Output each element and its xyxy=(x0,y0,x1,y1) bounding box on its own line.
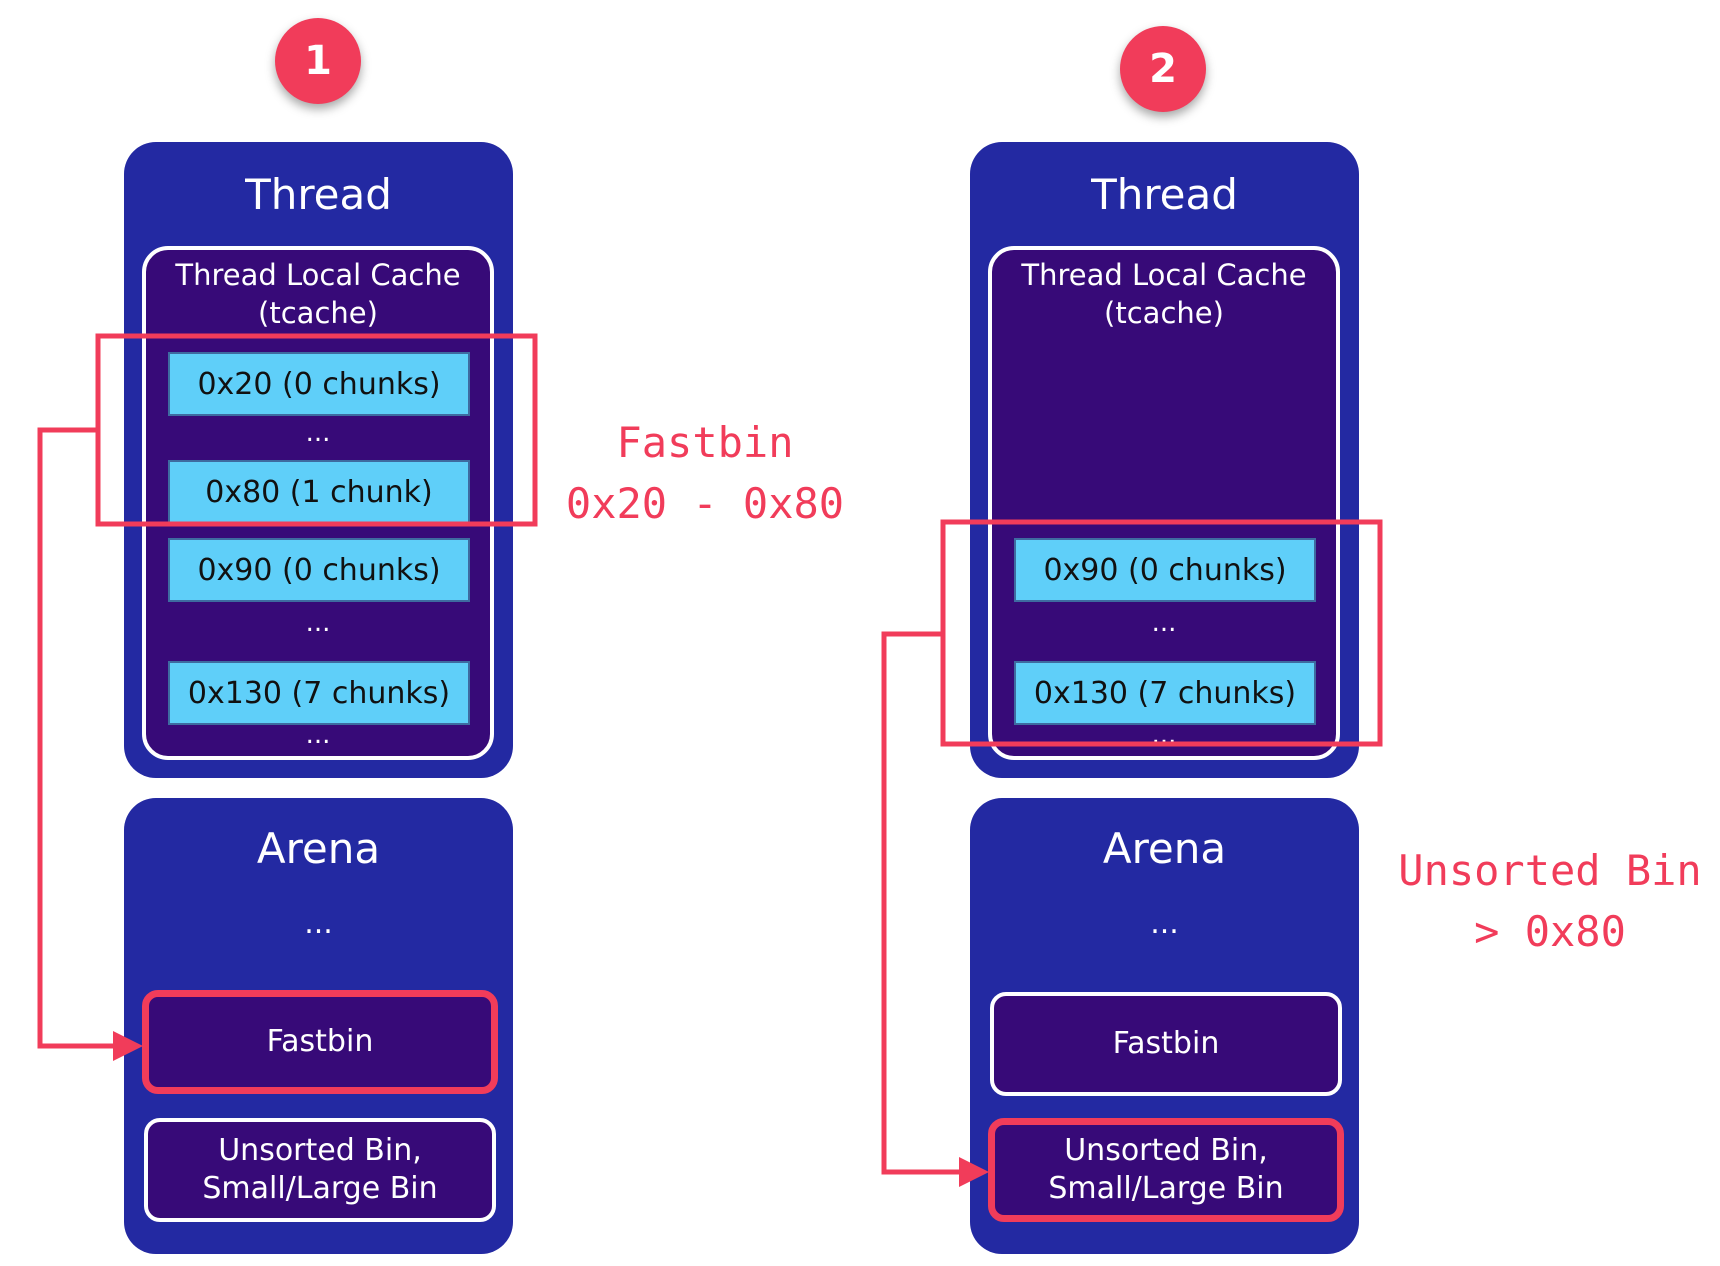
left-tcache-ellipsis-1: ... xyxy=(305,418,331,448)
right-unsorted-bin: Unsorted Bin, Small/Large Bin xyxy=(988,1118,1344,1222)
left-tcache-title: Thread Local Cache (tcache) xyxy=(175,258,461,330)
right-unsorted-arrow xyxy=(881,631,989,1187)
left-thread-panel: Thread Thread Local Cache (tcache) 0x20 … xyxy=(124,142,513,778)
unsorted-range-label: Unsorted Bin > 0x80 xyxy=(1398,846,1702,956)
right-fastbin: Fastbin xyxy=(990,992,1342,1096)
left-tcache-bin-0x90: 0x90 (0 chunks) xyxy=(168,538,470,602)
right-tcache-title: Thread Local Cache (tcache) xyxy=(1021,258,1307,330)
right-thread-panel: Thread Thread Local Cache (tcache) 0x90 … xyxy=(970,142,1359,778)
left-tcache-bin-0x20: 0x20 (0 chunks) xyxy=(168,352,470,416)
right-unsorted-range-frame xyxy=(940,519,1383,747)
left-fastbin-range-frame xyxy=(95,333,538,527)
left-arena-ellipsis: ... xyxy=(304,906,333,941)
fastbin-range-label: Fastbin 0x20 - 0x80 xyxy=(565,418,845,528)
right-arena-title: Arena xyxy=(1102,824,1227,873)
right-arena-panel: Arena ... Fastbin Unsorted Bin, Small/La… xyxy=(970,798,1359,1254)
right-tcache-box: Thread Local Cache (tcache) 0x90 (0 chun… xyxy=(988,246,1340,760)
step-2-badge: 2 xyxy=(1120,26,1206,112)
right-arena-ellipsis: ... xyxy=(1150,906,1179,941)
left-tcache-bin-0x130: 0x130 (7 chunks) xyxy=(168,661,470,725)
left-tcache-ellipsis-3: ... xyxy=(305,720,331,750)
right-thread-title: Thread xyxy=(1091,170,1238,219)
left-arena-title: Arena xyxy=(256,824,381,873)
right-tcache-bin-0x90: 0x90 (0 chunks) xyxy=(1014,538,1316,602)
left-tcache-ellipsis-2: ... xyxy=(305,608,331,638)
right-tcache-bin-0x130: 0x130 (7 chunks) xyxy=(1014,661,1316,725)
right-tcache-ellipsis-1: ... xyxy=(1151,608,1177,638)
left-fastbin-arrow xyxy=(37,427,143,1061)
left-fastbin: Fastbin xyxy=(142,990,498,1094)
left-unsorted-bin: Unsorted Bin, Small/Large Bin xyxy=(144,1118,496,1222)
left-thread-title: Thread xyxy=(245,170,392,219)
step-1-badge: 1 xyxy=(275,18,361,104)
left-arena-panel: Arena ... Fastbin Unsorted Bin, Small/La… xyxy=(124,798,513,1254)
left-tcache-box: Thread Local Cache (tcache) 0x20 (0 chun… xyxy=(142,246,494,760)
